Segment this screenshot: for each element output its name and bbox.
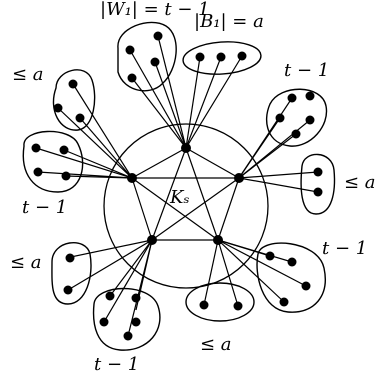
- group-bottom: [92, 287, 161, 351]
- group-top-right: [266, 88, 328, 147]
- label-le-a-top-left: ≤ a: [12, 64, 44, 85]
- label-t1-bottom: t − 1: [94, 354, 139, 375]
- label-le-a-right: ≤ a: [344, 172, 376, 193]
- group-bottom-right: [256, 242, 326, 313]
- label-t1-bottom-right: t − 1: [322, 238, 367, 259]
- group-bottom-middle: [185, 282, 255, 322]
- group-blobs: [22, 21, 336, 351]
- group-left: [22, 130, 84, 193]
- group-w1: [117, 21, 177, 92]
- label-le-a-bottom: ≤ a: [200, 334, 232, 355]
- group-top-left: [52, 69, 96, 131]
- label-w1-size: |W₁| = t − 1: [100, 0, 210, 20]
- group-right: [300, 153, 336, 215]
- clique-vertices: [127, 143, 244, 245]
- label-t1-left: t − 1: [22, 197, 67, 218]
- label-clique: Kₛ: [169, 187, 190, 208]
- label-t1-top-right: t − 1: [284, 60, 329, 81]
- group-b1: [182, 41, 262, 75]
- group-edges: [35, 35, 319, 337]
- group-bottom-left: [51, 241, 92, 305]
- label-b1-size: |B₁| = a: [194, 11, 264, 32]
- clique-boundary: [103, 123, 269, 289]
- label-le-a-bottom-left: ≤ a: [10, 252, 42, 273]
- clique-edges: [131, 147, 240, 241]
- group-dots: [31, 31, 323, 341]
